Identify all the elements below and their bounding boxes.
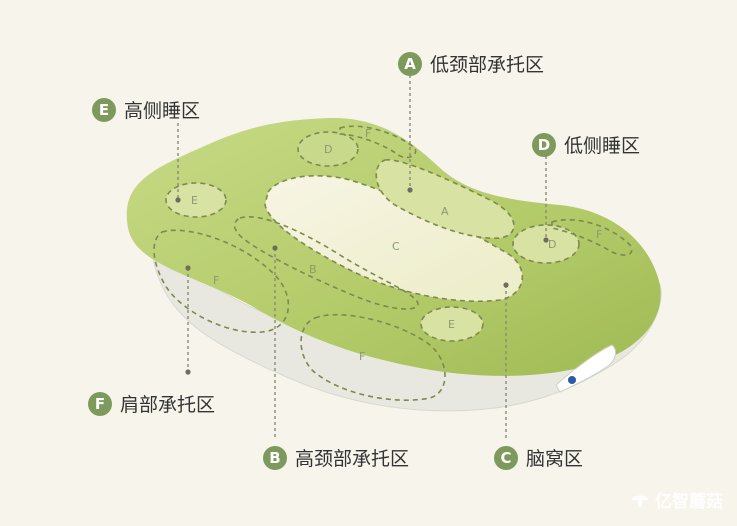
zone-b bbox=[233, 216, 419, 310]
callout-c: C 脑窝区 bbox=[494, 444, 583, 471]
watermark: 亿智蘑菇 bbox=[630, 487, 723, 512]
zone-f-left bbox=[153, 229, 290, 333]
badge-d: D bbox=[532, 132, 556, 157]
callout-c-label: 脑窝区 bbox=[526, 448, 584, 470]
zone-label-b: B bbox=[309, 263, 317, 276]
badge-f: F bbox=[88, 391, 112, 416]
zone-d-right bbox=[512, 224, 580, 264]
callout-a-label: 低颈部承托区 bbox=[430, 54, 545, 76]
zone-label-d-top: D bbox=[324, 143, 332, 156]
callout-d-label: 低侧睡区 bbox=[564, 135, 641, 157]
zone-label-e-bottom: E bbox=[448, 318, 455, 331]
callout-d: D 低侧睡区 bbox=[532, 131, 640, 158]
callout-e-label: 高侧睡区 bbox=[124, 100, 201, 122]
zone-label-e-left: E bbox=[191, 194, 198, 207]
zone-label-f-top: F bbox=[365, 127, 371, 140]
zone-label-f-right: F bbox=[596, 228, 602, 241]
zone-e-left bbox=[165, 182, 227, 218]
badge-e: E bbox=[92, 97, 116, 122]
zone-f-right bbox=[551, 218, 633, 256]
leader-lines bbox=[177, 75, 547, 440]
zone-label-c: C bbox=[392, 240, 400, 253]
callout-f-label: 肩部承托区 bbox=[120, 394, 216, 416]
badge-b: B bbox=[263, 445, 287, 470]
zone-label-a: A bbox=[441, 205, 449, 218]
zone-e-bottom bbox=[420, 306, 484, 342]
mushroom-icon bbox=[632, 495, 648, 507]
watermark-text: 亿智蘑菇 bbox=[655, 492, 723, 512]
zone-label-f-bottom: F bbox=[359, 350, 365, 363]
tag-logo-icon bbox=[568, 376, 576, 384]
leader-dots bbox=[175, 187, 549, 375]
callout-f: F 肩部承托区 bbox=[88, 390, 215, 417]
callout-b: B 高颈部承托区 bbox=[263, 444, 409, 471]
zone-label-d-right: D bbox=[548, 238, 556, 251]
callout-e: E 高侧睡区 bbox=[92, 96, 200, 123]
zone-c-area bbox=[264, 175, 524, 303]
zone-d-top bbox=[297, 131, 359, 167]
badge-c: C bbox=[494, 445, 518, 470]
callout-a: A 低颈部承托区 bbox=[398, 50, 544, 77]
callout-b-label: 高颈部承托区 bbox=[295, 448, 410, 470]
badge-a: A bbox=[398, 51, 422, 76]
zone-label-f-left: F bbox=[213, 274, 219, 287]
